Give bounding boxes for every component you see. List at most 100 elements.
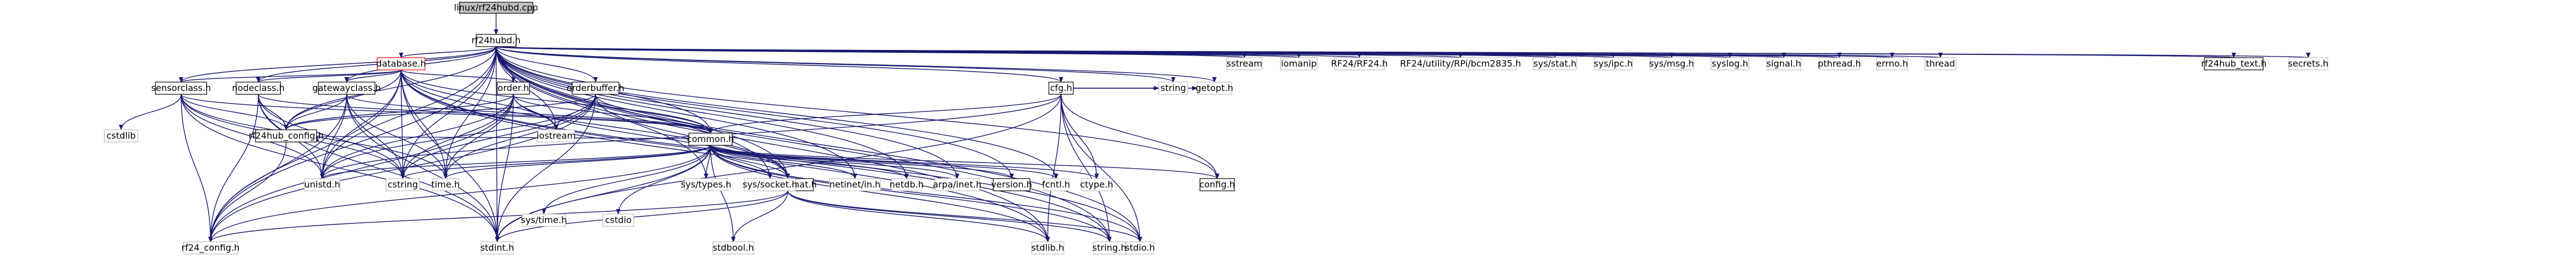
node-rf24hub_text[interactable]: rf24hub_text.h — [2201, 57, 2267, 70]
node-rf24hub_config[interactable]: rf24hub_config.h — [248, 129, 324, 143]
edge-database-to-iostream — [401, 69, 558, 130]
edge-arrow — [320, 145, 711, 179]
node-label: database.h — [376, 58, 426, 69]
edge-arrow — [443, 145, 711, 179]
edge-arrow — [496, 46, 1014, 179]
edge-sensorclass-to-cstdlib — [119, 94, 182, 130]
node-box — [481, 241, 514, 255]
node-rf24hubd_h[interactable]: rf24hubd.h — [472, 34, 521, 47]
edge-common-to-netinet — [710, 145, 857, 179]
node-order[interactable]: order.h — [497, 82, 530, 95]
edge-arrow — [208, 46, 497, 242]
node-box — [522, 214, 566, 227]
edge-dataformat-to-stdio — [787, 190, 1142, 242]
node-common[interactable]: common.h — [687, 133, 734, 146]
node-box — [304, 178, 341, 191]
node-box — [432, 178, 459, 191]
node-label: signal.h — [1767, 58, 1802, 69]
node-orderbuffer[interactable]: orderbuffer.h — [567, 82, 624, 95]
node-label: syslog.h — [1712, 58, 1748, 69]
edge-arrow — [496, 46, 1219, 179]
edge-cfg-to-ctype — [1061, 94, 1099, 179]
node-label: time.h — [431, 179, 459, 190]
node-box — [318, 82, 376, 95]
edge-orderbuffer-to-rf24hub_config — [284, 94, 596, 130]
edge-arrow — [710, 145, 857, 179]
edge-arrow — [710, 145, 790, 179]
edge-arrow — [496, 46, 1217, 83]
node-box — [2288, 57, 2328, 70]
edge-common-to-string_h — [710, 145, 1112, 242]
node-box — [829, 178, 881, 191]
edge-common-to-stdbool — [710, 145, 736, 242]
edge-database-to-cstring — [400, 69, 405, 179]
edge-arrow — [787, 190, 1142, 242]
edge-common-to-config — [710, 145, 1219, 179]
edge-order-to-time — [443, 94, 514, 179]
node-label: unistd.h — [304, 179, 341, 190]
edge-arrow — [179, 69, 402, 83]
node-nodeclass[interactable]: nodeclass.h — [232, 82, 285, 95]
edge-arrow — [443, 94, 514, 179]
node-gatewayclass[interactable]: gatewayclass.h — [312, 82, 381, 95]
edge-rf24hubd_h-to-rf24hub_config — [284, 46, 497, 130]
node-ctype: ctype.h — [1080, 178, 1113, 191]
edge-arrow — [284, 94, 514, 130]
node-rf24hubd[interactable]: linux/rf24hubd.cpp — [454, 2, 538, 14]
node-box — [1594, 57, 1633, 70]
node-label: rf24hub_text.h — [2201, 58, 2267, 69]
edge-arrow — [208, 94, 596, 242]
edge-rf24hubd_h-to-cstring — [401, 46, 497, 179]
edge-arrow — [496, 46, 1112, 242]
edge-arrow — [208, 94, 514, 242]
node-box — [1081, 178, 1112, 191]
node-version[interactable]: version.h — [991, 178, 1032, 191]
edge-arrow — [496, 46, 1063, 83]
edge-arrow — [542, 145, 711, 215]
node-cfg[interactable]: cfg.h — [1048, 82, 1074, 95]
node-syssocket: sys/socket.h — [743, 178, 797, 191]
edge-arrow — [1061, 94, 1219, 179]
node-sysipc: sys/ipc.h — [1594, 57, 1633, 70]
node-sensorclass[interactable]: sensorclass.h — [151, 82, 211, 95]
node-database[interactable]: database.h — [376, 57, 426, 70]
edge-gatewayclass-to-stdint — [346, 94, 499, 242]
edge-common-to-rf24_config — [208, 145, 711, 242]
node-label: thread — [1926, 58, 1955, 69]
node-box — [1649, 57, 1694, 70]
edge-arrow — [495, 145, 711, 242]
node-label: ctype.h — [1080, 179, 1113, 190]
node-label: pthread.h — [1818, 58, 1861, 69]
edge-arrow — [710, 145, 1014, 179]
edge-common-to-dataformat — [710, 145, 790, 179]
edge-cfg-to-stdio — [1061, 94, 1142, 242]
node-sysmsg: sys/msg.h — [1649, 57, 1694, 70]
edge-dataformat-to-rf24_config — [208, 190, 788, 242]
edge-arrow — [258, 94, 713, 134]
node-config[interactable]: config.h — [1199, 178, 1235, 191]
edge-arrow — [346, 94, 713, 134]
edge-common-to-time — [443, 145, 711, 179]
node-box — [236, 82, 281, 95]
node-label: string — [1161, 83, 1186, 93]
edge-arrow — [208, 94, 347, 242]
node-iomanip: iomanip — [1280, 57, 1318, 70]
edge-orderbuffer-to-stdint — [495, 94, 596, 242]
edge-common-to-arpainet — [710, 145, 959, 179]
node-label: sstream — [1227, 58, 1262, 69]
node-box — [688, 133, 733, 146]
node-label: iomanip — [1281, 58, 1317, 69]
edge-cfg-to-stdlib — [1046, 94, 1062, 242]
edge-arrow — [1061, 94, 1112, 242]
edge-common-to-rf24hub_config — [316, 135, 689, 141]
node-fcntl: fcntl.h — [1042, 178, 1070, 191]
node-label: iostream — [537, 130, 576, 141]
edge-arrow — [208, 69, 402, 242]
edge-arrow — [1061, 94, 1142, 242]
node-box — [537, 129, 575, 143]
edge-sensorclass-to-common — [181, 94, 713, 134]
node-label: sys/types.h — [681, 179, 732, 190]
edge-arrow — [401, 69, 558, 130]
node-box — [497, 82, 530, 95]
node-box — [572, 82, 619, 95]
